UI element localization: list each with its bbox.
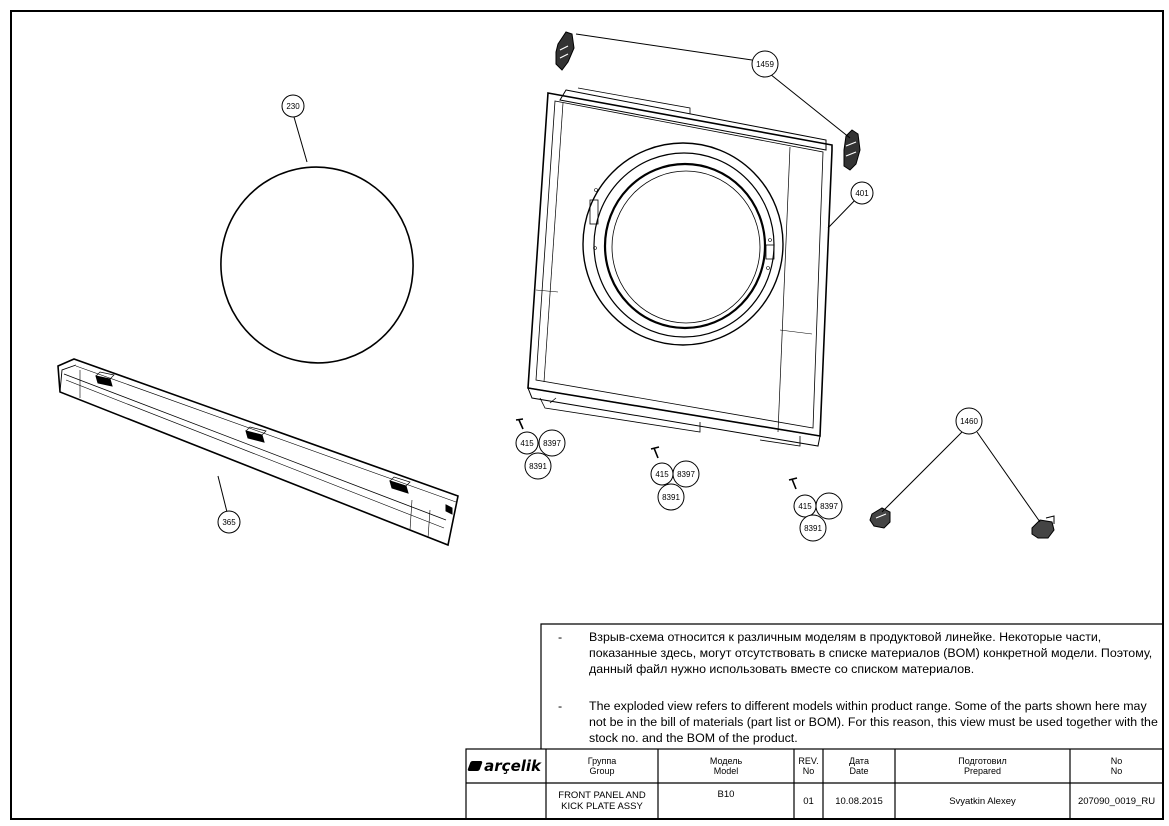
svg-text:365: 365: [222, 518, 236, 527]
note-ru-text: Взрыв-схема относится к различным моделя…: [589, 630, 1153, 676]
svg-text:1459: 1459: [756, 60, 774, 69]
svg-text:8391: 8391: [804, 524, 822, 533]
callout-401: 401: [850, 181, 874, 205]
part-1460-clip-right: [1031, 515, 1055, 539]
part-1460-clip-left: [869, 507, 891, 529]
svg-text:230: 230: [286, 102, 300, 111]
notes-panel: - Взрыв-схема относится к различным моде…: [544, 626, 1162, 748]
svg-text:415: 415: [655, 470, 669, 479]
value-date: 10.08.2015: [835, 795, 883, 807]
svg-text:8391: 8391: [529, 462, 547, 471]
callout-1459: 1459: [751, 50, 779, 78]
callout-screw-group-3: 415 8397 8391: [793, 492, 843, 542]
logo-mark-icon: [467, 761, 483, 771]
part-401-front-panel: [527, 87, 833, 447]
screw-3: [788, 477, 798, 490]
svg-text:8397: 8397: [543, 439, 561, 448]
header-rev: REV. No: [798, 755, 819, 777]
svg-text:8397: 8397: [677, 470, 695, 479]
svg-text:8397: 8397: [820, 502, 838, 511]
note-dash: -: [558, 699, 563, 713]
part-230-door-seal: [220, 166, 414, 364]
brand-logo: arçelik: [467, 755, 541, 777]
part-1459-hinge-top-right: [843, 129, 861, 171]
callout-230: 230: [281, 94, 305, 118]
header-date: Дата Date: [849, 755, 869, 777]
title-block-grid: [465, 748, 1164, 820]
screw-2: [650, 446, 660, 459]
header-no: No No: [1110, 755, 1123, 777]
header-group: Группа Group: [587, 755, 617, 777]
svg-text:401: 401: [855, 189, 869, 198]
callout-screw-group-2: 415 8397 8391: [650, 460, 700, 511]
header-model: Модель Model: [709, 755, 743, 777]
value-rev: 01: [803, 795, 814, 807]
value-prepared: Svyatkin Alexey: [949, 795, 1016, 807]
part-365-kick-plate: [57, 358, 459, 547]
note-dash: -: [558, 630, 563, 644]
svg-text:8391: 8391: [662, 493, 680, 502]
callout-365: 365: [217, 510, 241, 534]
part-1459-hinge-top-left: [555, 31, 575, 71]
note-en-text: The exploded view refers to different mo…: [589, 699, 1158, 745]
value-group: FRONT PANEL AND KICK PLATE ASSY: [558, 790, 646, 812]
callout-screw-group-1: 415 8397 8391: [515, 429, 566, 480]
leader-lines: [217, 33, 1041, 523]
notes-box-frame: [540, 623, 1163, 749]
svg-text:415: 415: [520, 439, 534, 448]
svg-text:415: 415: [798, 502, 812, 511]
logo-text: arçelik: [484, 757, 541, 775]
value-model: B10: [717, 788, 735, 800]
title-block: arçelik Группа Group Модель Model REV. N…: [466, 749, 1163, 819]
svg-text:1460: 1460: [960, 417, 978, 426]
callout-1460: 1460: [955, 407, 983, 435]
screw-1: [515, 418, 524, 430]
header-prepared: Подготовил Prepared: [958, 755, 1007, 777]
value-no: 207090_0019_RU: [1077, 795, 1156, 807]
